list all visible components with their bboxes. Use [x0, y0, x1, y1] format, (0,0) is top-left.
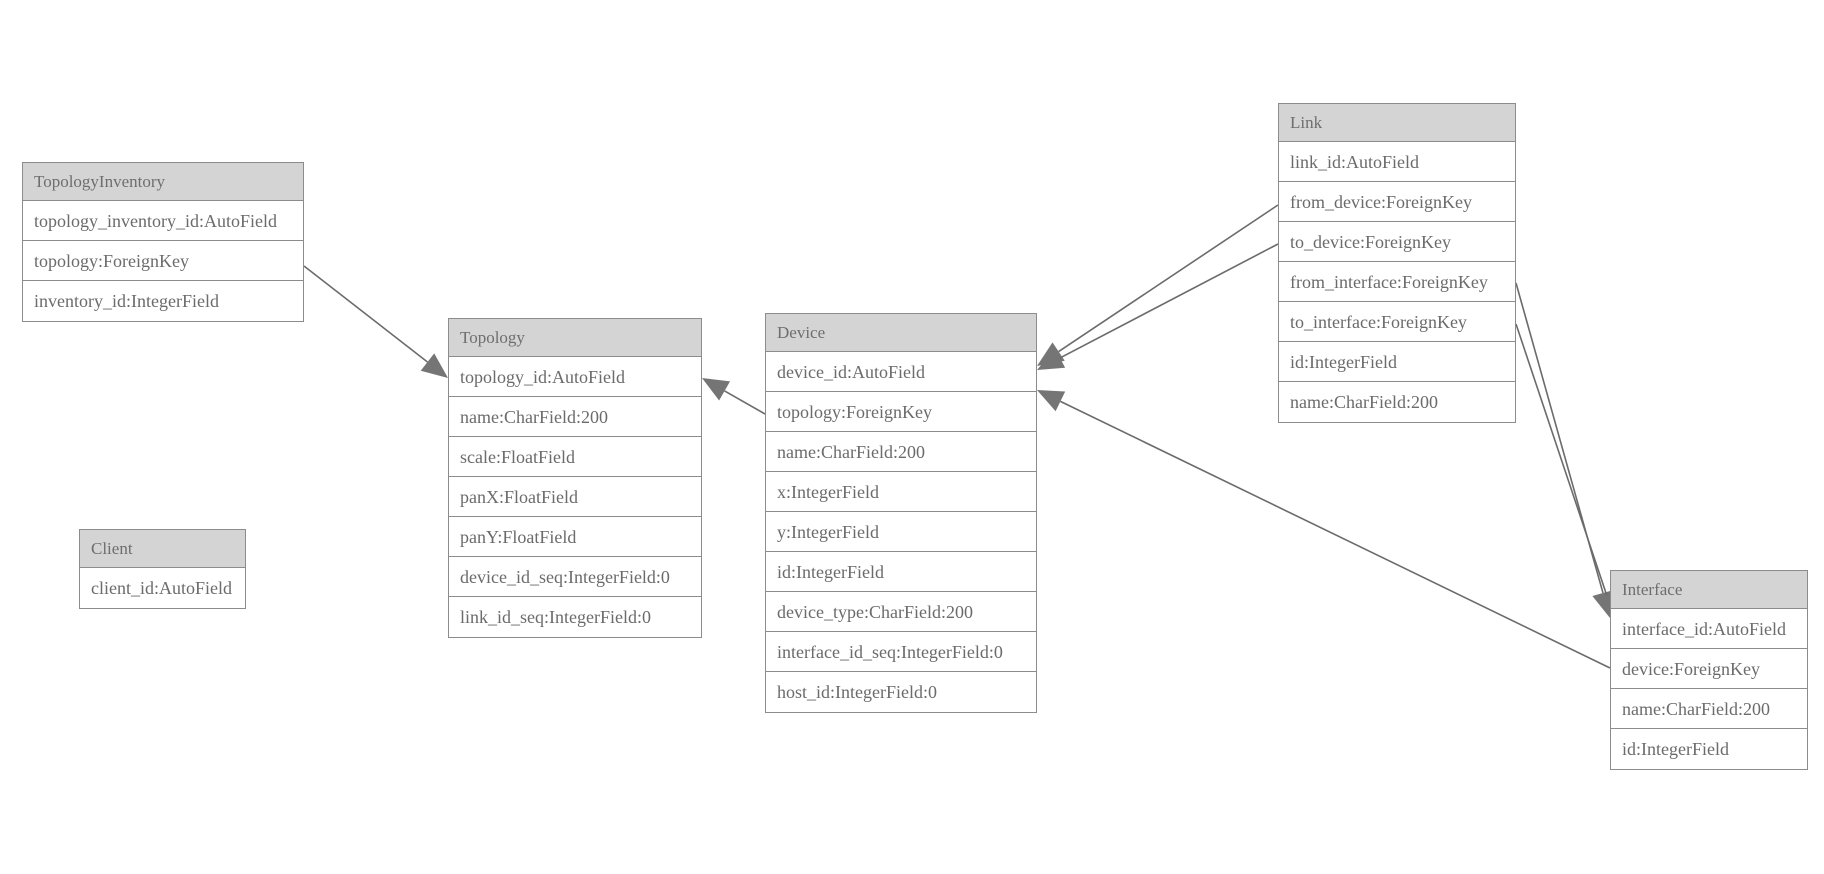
entity-field-row: id:IntegerField [1279, 342, 1515, 382]
entity-field-row: host_id:IntegerField:0 [766, 672, 1036, 712]
entity-field-row: panX:FloatField [449, 477, 701, 517]
relationship-arrowhead [420, 353, 448, 378]
entity-field-row: inventory_id:IntegerField [23, 281, 303, 321]
entity-field-row: scale:FloatField [449, 437, 701, 477]
relationship-rel-link-fromdevice [1037, 204, 1279, 366]
relationship-rel-device-topology [702, 378, 766, 415]
entity-field-row: device:ForeignKey [1611, 649, 1807, 689]
relationship-line [1060, 400, 1611, 669]
entity-field-row: device_id:AutoField [766, 352, 1036, 392]
entity-field-row: name:CharField:200 [1611, 689, 1807, 729]
entity-field-row: y:IntegerField [766, 512, 1036, 552]
relationship-arrowhead [1037, 348, 1066, 370]
entity-field-row: id:IntegerField [766, 552, 1036, 592]
entity-field-row: from_device:ForeignKey [1279, 182, 1515, 222]
entity-title-device: Device [766, 314, 1036, 352]
entity-field-row: topology_id:AutoField [449, 357, 701, 397]
entity-title-interface: Interface [1611, 571, 1807, 609]
relationship-line [1058, 204, 1279, 353]
entity-title-client: Client [80, 530, 245, 568]
entity-title-topology: Topology [449, 319, 701, 357]
relationship-arrowhead [702, 378, 731, 401]
entity-title-link: Link [1279, 104, 1515, 142]
relationship-arrowhead [1037, 390, 1066, 412]
relationship-rel-interface-device [1037, 390, 1611, 669]
entity-title-topology-inventory: TopologyInventory [23, 163, 303, 201]
relationship-line [724, 390, 766, 415]
relationship-arrowhead [1037, 342, 1065, 366]
entity-field-row: to_interface:ForeignKey [1279, 302, 1515, 342]
entity-field-row: interface_id:AutoField [1611, 609, 1807, 649]
entity-field-row: from_interface:ForeignKey [1279, 262, 1515, 302]
relationship-line [1059, 243, 1279, 359]
entity-field-row: name:CharField:200 [1279, 382, 1515, 422]
entity-field-row: topology:ForeignKey [23, 241, 303, 281]
entity-field-row: name:CharField:200 [766, 432, 1036, 472]
entity-field-row: device_type:CharField:200 [766, 592, 1036, 632]
entity-field-row: to_device:ForeignKey [1279, 222, 1515, 262]
relationship-rel-link-frominterface [1515, 282, 1614, 618]
relationship-line [303, 265, 428, 363]
entity-field-row: panY:FloatField [449, 517, 701, 557]
entity-field-row: link_id:AutoField [1279, 142, 1515, 182]
entity-field-row: name:CharField:200 [449, 397, 701, 437]
relationship-rel-link-todevice [1037, 243, 1279, 370]
relationship-line [1515, 323, 1608, 596]
entity-field-row: device_id_seq:IntegerField:0 [449, 557, 701, 597]
entity-field-row: x:IntegerField [766, 472, 1036, 512]
relationship-rel-topologyinventory-topology [303, 265, 448, 378]
entity-field-row: topology:ForeignKey [766, 392, 1036, 432]
entity-field-row: client_id:AutoField [80, 568, 245, 608]
entity-field-row: id:IntegerField [1611, 729, 1807, 769]
relationship-line [1515, 282, 1604, 594]
relationship-rel-link-tointerface [1515, 323, 1618, 620]
entity-field-row: interface_id_seq:IntegerField:0 [766, 632, 1036, 672]
entity-field-row: topology_inventory_id:AutoField [23, 201, 303, 241]
entity-field-row: link_id_seq:IntegerField:0 [449, 597, 701, 637]
